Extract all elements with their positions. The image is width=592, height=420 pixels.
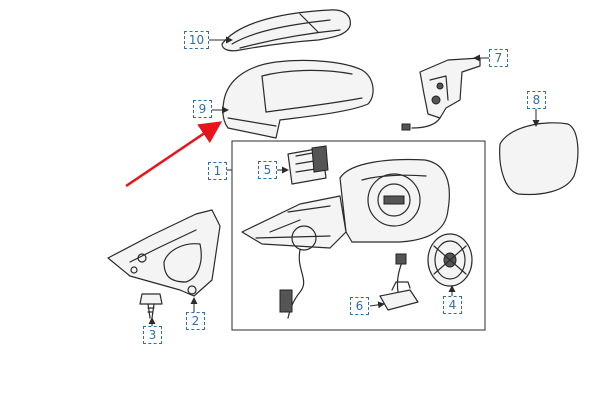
speaker xyxy=(427,233,473,287)
callout-4: 4 xyxy=(443,296,462,314)
turn-signal-lamp xyxy=(221,9,351,52)
callout-5: 5 xyxy=(258,161,277,179)
sail-panel xyxy=(107,209,221,297)
screw xyxy=(139,293,163,319)
wiring-harness-connector xyxy=(379,253,419,311)
callout-1: 1 xyxy=(208,162,227,180)
callout-2: 2 xyxy=(186,312,205,330)
callout-10: 10 xyxy=(184,31,209,49)
control-module xyxy=(287,145,329,185)
assembly-box xyxy=(231,140,486,331)
highlight-arrow xyxy=(125,121,223,188)
callout-6: 6 xyxy=(350,297,369,315)
leader-6 xyxy=(369,301,385,309)
mirror-housing-assembly xyxy=(241,158,450,319)
mirror-glass xyxy=(499,122,579,196)
callout-7: 7 xyxy=(489,49,508,67)
callout-3: 3 xyxy=(143,326,162,344)
mirror-cover xyxy=(222,59,374,139)
callout-8: 8 xyxy=(527,91,546,109)
mirror-actuator-bracket xyxy=(401,57,481,131)
callout-9: 9 xyxy=(193,100,212,118)
